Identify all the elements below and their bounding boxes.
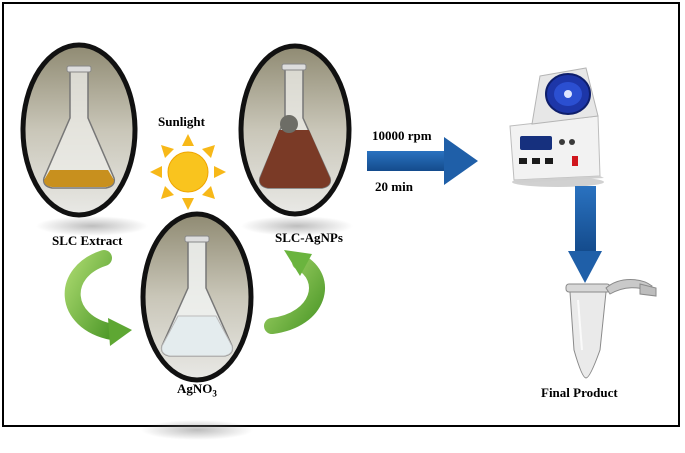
slc-extract-flask [20,42,138,218]
label-time: 20 min [375,179,413,194]
label-final-product: Final Product [541,385,618,400]
label-agno3: AgNO3 [177,381,217,399]
agno3-flask [140,211,254,383]
sun-icon [150,134,226,210]
label-sunlight: Sunlight [158,114,205,129]
agno3-shadow [141,420,253,440]
final-product-tube-icon [565,279,657,379]
blue-arrow-down [568,186,602,283]
agnps-shadow [241,216,353,236]
blue-arrow-right [367,137,478,185]
label-agno3-main: AgNO [177,381,213,396]
label-slc-extract: SLC Extract [52,233,123,248]
centrifuge-icon [509,67,604,187]
slc-agnps-flask [238,43,352,217]
label-rpm: 10000 rpm [372,128,432,143]
label-slc-agnps: SLC-AgNPs [275,230,343,245]
extract-shadow [36,216,148,236]
green-arrow-left [64,250,132,346]
label-agno3-subscript: 3 [212,388,217,399]
green-arrow-right [264,250,325,334]
